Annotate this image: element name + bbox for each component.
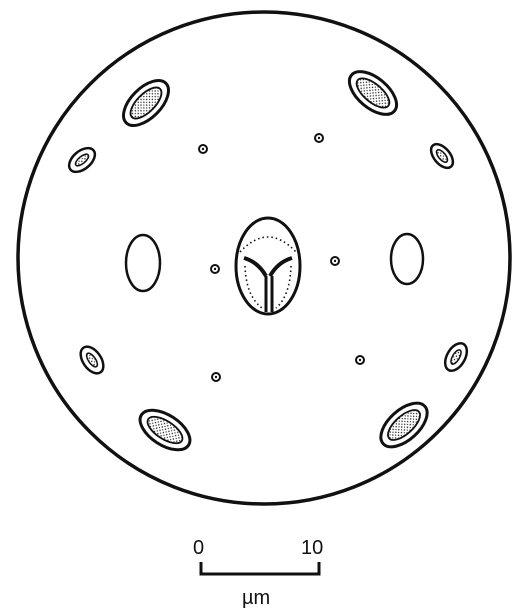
dot-pore xyxy=(356,356,364,364)
small-ringed-pore xyxy=(65,143,100,176)
scale-max-label: 10 xyxy=(301,538,323,558)
oval-pore-right xyxy=(391,234,423,284)
stippled-pore xyxy=(373,395,435,455)
scale-unit-label: µm xyxy=(242,588,270,608)
scale-bar xyxy=(201,562,319,574)
scale-min-label: 0 xyxy=(193,538,204,558)
dot-pore xyxy=(331,257,339,265)
dot-pore xyxy=(211,265,219,273)
small-ringed-pore xyxy=(76,343,108,378)
stippled-pore xyxy=(116,73,177,134)
central-aperture xyxy=(236,218,300,314)
dot-pore xyxy=(212,373,220,381)
dot-pore xyxy=(315,134,323,142)
stippled-pore xyxy=(133,402,196,458)
stippled-pore xyxy=(342,64,404,123)
oval-pore-left xyxy=(126,235,160,291)
small-ringed-pore xyxy=(427,140,457,172)
small-ringed-pore xyxy=(441,340,472,375)
dot-pore xyxy=(199,145,207,153)
